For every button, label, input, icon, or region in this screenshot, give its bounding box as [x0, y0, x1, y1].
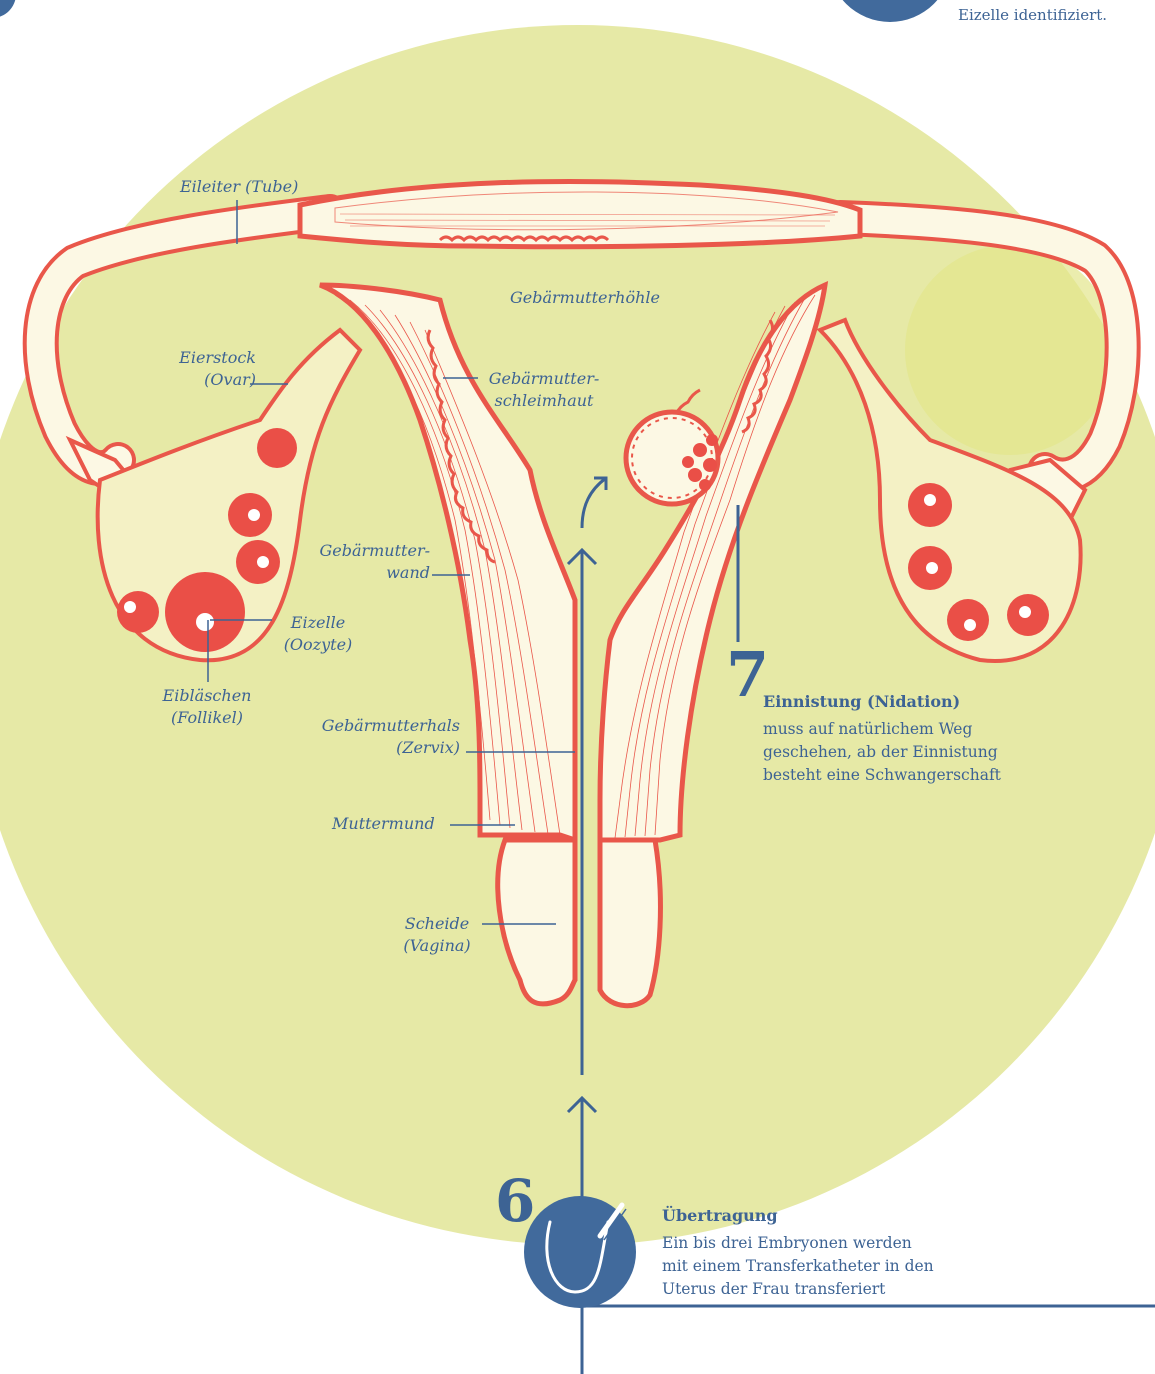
- step7-line2: geschehen, ab der Einnistung: [763, 741, 1001, 764]
- label-zervix-line2: (Zervix): [300, 737, 460, 759]
- label-eierstock-line2: (Ovar): [160, 369, 256, 391]
- catheter-icon: [524, 1196, 636, 1308]
- step7-line1: muss auf natürlichem Weg: [763, 718, 1001, 741]
- label-eierstock: Eierstock (Ovar): [160, 347, 256, 391]
- label-scheide-line2: (Vagina): [396, 935, 478, 957]
- previous-step-circle: [0, 0, 16, 18]
- previous-step-icon: [828, 0, 952, 22]
- label-schleimhaut-line2: schleimhaut: [478, 390, 610, 412]
- step6-line3: Uterus der Frau transferiert: [662, 1278, 934, 1301]
- label-gebaermutterhoehle: Gebärmutterhöhle: [510, 287, 660, 309]
- step6-line2: mit einem Transferkatheter in den: [662, 1255, 934, 1278]
- implanting-embryo: [626, 412, 718, 504]
- label-eierstock-line1: Eierstock: [160, 347, 256, 369]
- label-eiblaeschen-line2: (Follikel): [152, 707, 262, 729]
- label-zervix-line1: Gebärmutterhals: [300, 715, 460, 737]
- step6-title: Übertragung: [662, 1206, 778, 1225]
- label-scheide: Scheide (Vagina): [396, 913, 478, 957]
- label-eizelle-line1: Eizelle: [278, 612, 358, 634]
- label-eizelle: Eizelle (Oozyte): [278, 612, 358, 656]
- label-eiblaeschen-line1: Eibläschen: [152, 685, 262, 707]
- step7-title: Einnistung (Nidation): [763, 692, 960, 711]
- glow-spot: [905, 245, 1115, 455]
- label-schleimhaut: Gebärmutter- schleimhaut: [478, 368, 610, 412]
- label-eizelle-line2: (Oozyte): [278, 634, 358, 656]
- label-zervix: Gebärmutterhals (Zervix): [300, 715, 460, 759]
- label-eiblaeschen: Eibläschen (Follikel): [152, 685, 262, 729]
- step7-line3: besteht eine Schwangerschaft: [763, 764, 1001, 787]
- label-eileiter: Eileiter (Tube): [180, 176, 298, 198]
- step6-text: Ein bis drei Embryonen werden mit einem …: [662, 1232, 934, 1301]
- label-wand: Gebärmutter- wand: [310, 540, 430, 584]
- label-wand-line2: wand: [310, 562, 430, 584]
- label-scheide-line1: Scheide: [396, 913, 478, 935]
- label-muttermund: Muttermund: [332, 813, 435, 835]
- step7-text: muss auf natürlichem Weg geschehen, ab d…: [763, 718, 1001, 787]
- label-wand-line1: Gebärmutter-: [310, 540, 430, 562]
- label-schleimhaut-line1: Gebärmutter-: [478, 368, 610, 390]
- previous-step-text: Eizelle identifiziert.: [958, 6, 1107, 24]
- step6-line1: Ein bis drei Embryonen werden: [662, 1232, 934, 1255]
- step6-number: 6: [495, 1168, 535, 1234]
